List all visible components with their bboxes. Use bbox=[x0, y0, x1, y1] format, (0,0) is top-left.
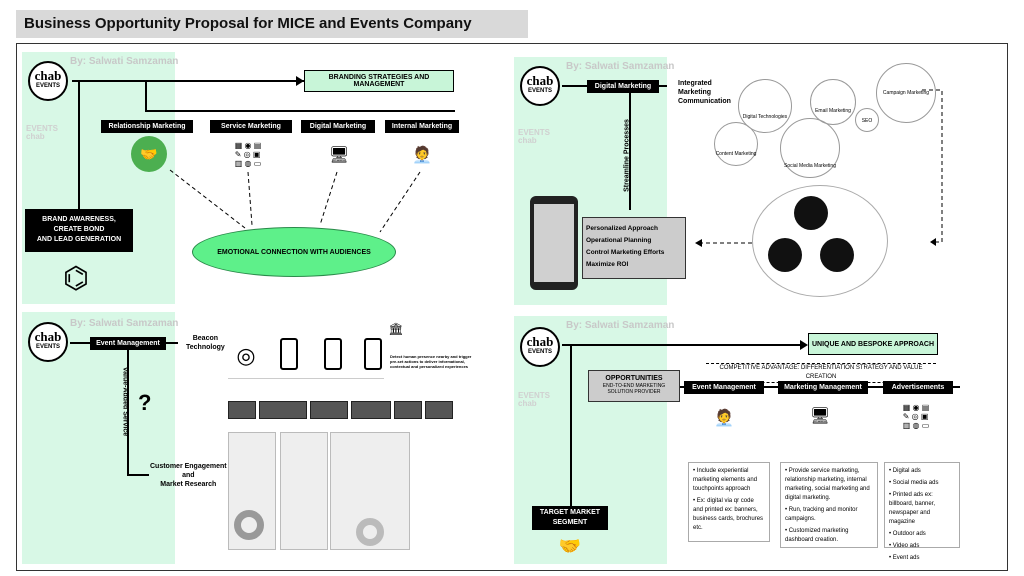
phone-step-1 bbox=[280, 338, 298, 370]
list-item: Video ads bbox=[889, 542, 955, 551]
col-head-marketing-management: Marketing Management bbox=[778, 381, 868, 394]
email-marketing-node: Email Marketing bbox=[810, 79, 856, 125]
digital-marketing-box: Digital Marketing bbox=[587, 80, 659, 93]
q3-line-vert bbox=[127, 350, 129, 475]
list-item: Customized marketing dashboard creation. bbox=[785, 527, 873, 545]
author-label: By: Salwati Samzaman bbox=[70, 318, 179, 329]
q4-line-vert bbox=[570, 344, 572, 506]
donut-chart-1 bbox=[234, 510, 264, 540]
q1-line-vert bbox=[78, 80, 80, 214]
social-media-node: Social Media Marketing bbox=[780, 118, 840, 178]
handshake-icon: 🤝 bbox=[131, 136, 167, 172]
content-marketing-node: Content Marketing bbox=[714, 122, 758, 166]
store-icon: 🏛 bbox=[388, 322, 404, 336]
phone-device bbox=[530, 196, 578, 290]
col-head-event-management: Event Management bbox=[684, 381, 764, 394]
list-item: Run, tracking and monitor campaigns. bbox=[785, 506, 873, 524]
main-frame bbox=[16, 43, 1008, 571]
q3-line-hz bbox=[127, 474, 149, 476]
dashboard-panel-2 bbox=[280, 432, 328, 550]
photo-thumb-6 bbox=[425, 401, 453, 419]
tab-relationship-marketing: Relationship Marketing bbox=[101, 120, 193, 133]
photo-thumb-4 bbox=[351, 401, 391, 419]
event-management-icon: 🧑‍💼 bbox=[714, 410, 734, 427]
unique-approach-box: UNIQUE AND BESPOKE APPROACH bbox=[808, 333, 938, 355]
marketing-management-list: Provide service marketing, relationship … bbox=[780, 462, 878, 548]
value-added-label: Value-Added Service bbox=[121, 366, 129, 437]
service-icons: ▦ ◉ ▤✎ ◎ ▣▥ ◍ ▭ bbox=[234, 140, 262, 168]
tab-service-marketing: Service Marketing bbox=[210, 120, 292, 133]
list-item: Digital ads bbox=[889, 467, 955, 476]
cycle-node-3 bbox=[820, 238, 854, 272]
branding-box: BRANDING STRATEGIES AND MANAGEMENT bbox=[304, 70, 454, 92]
event-management-box: Event Management bbox=[90, 337, 166, 350]
emotional-connection-ellipse: EMOTIONAL CONNECTION WITH AUDIENCES bbox=[192, 227, 396, 277]
photo-thumb-2 bbox=[259, 401, 307, 419]
list-item: Provide service marketing, relationship … bbox=[785, 467, 873, 503]
phone-step-2 bbox=[324, 338, 342, 370]
list-item: Ex: digital via qr code and printed ex: … bbox=[693, 497, 765, 533]
branding-arrow-icon bbox=[296, 76, 304, 86]
list-item: Include experiential marketing elements … bbox=[693, 467, 765, 494]
q4-line-top bbox=[562, 344, 802, 346]
q1-line-drop bbox=[145, 80, 147, 112]
list-item: Event ads bbox=[889, 554, 955, 563]
phone-step-3 bbox=[364, 338, 382, 370]
donut-chart-2 bbox=[356, 518, 384, 546]
internal-marketing-icon: 🧑‍💼 bbox=[412, 147, 432, 164]
advertisements-icons: ▦ ◉ ▤✎ ◎ ▣▥ ◍ ▭ bbox=[902, 402, 930, 430]
photo-thumb-1 bbox=[228, 401, 256, 419]
handshake-icon: 🤝 bbox=[558, 535, 582, 556]
q1-line-tabs bbox=[145, 110, 455, 112]
list-item: Social media ads bbox=[889, 479, 955, 488]
detect-label: Detect human presence nearby and trigger… bbox=[390, 354, 472, 369]
digital-technologies-node: Digital Technologies bbox=[738, 79, 792, 133]
event-management-list: Include experiential marketing elements … bbox=[688, 462, 770, 542]
beacon-signal-icon: ◎ bbox=[236, 343, 256, 368]
photo-thumb-3 bbox=[310, 401, 348, 419]
competitive-advantage-label: COMPETITIVE ADVANTAGE: DIFFERENTIATION S… bbox=[706, 363, 936, 383]
author-label: By: Salwati Samzaman bbox=[566, 61, 675, 72]
marketing-management-icon: 🖥 bbox=[809, 408, 831, 425]
tab-internal-marketing: Internal Marketing bbox=[385, 120, 459, 133]
campaign-marketing-node: Campaign Marketing bbox=[876, 63, 936, 123]
advertisements-list: Digital ads Social media ads Printed ads… bbox=[884, 462, 960, 561]
beacon-step-captions bbox=[228, 378, 384, 388]
col-head-advertisements: Advertisements bbox=[883, 381, 953, 394]
unique-arrow-icon bbox=[800, 340, 808, 350]
q1-dashed-lines bbox=[169, 169, 421, 233]
question-icon: ? bbox=[138, 390, 152, 415]
author-label: By: Salwati Samzaman bbox=[70, 56, 179, 67]
page-title: Business Opportunity Proposal for MICE a… bbox=[16, 10, 528, 38]
seo-node: SEO bbox=[855, 108, 879, 132]
q1-line-top bbox=[72, 80, 304, 82]
tab-digital-marketing: Digital Marketing bbox=[301, 120, 375, 133]
cycle-node-1 bbox=[794, 196, 828, 230]
q2-streamline-line bbox=[629, 93, 631, 210]
list-item: Printed ads ex: billboard, banner, newsp… bbox=[889, 491, 955, 527]
digital-marketing-icon: 🖥 bbox=[328, 147, 350, 164]
list-item: Outdoor ads bbox=[889, 530, 955, 539]
author-label: By: Salwati Samzaman bbox=[566, 320, 675, 331]
photo-thumb-5 bbox=[394, 401, 422, 419]
cycle-node-2 bbox=[768, 238, 802, 272]
network-icon: ⌬ bbox=[62, 261, 90, 295]
